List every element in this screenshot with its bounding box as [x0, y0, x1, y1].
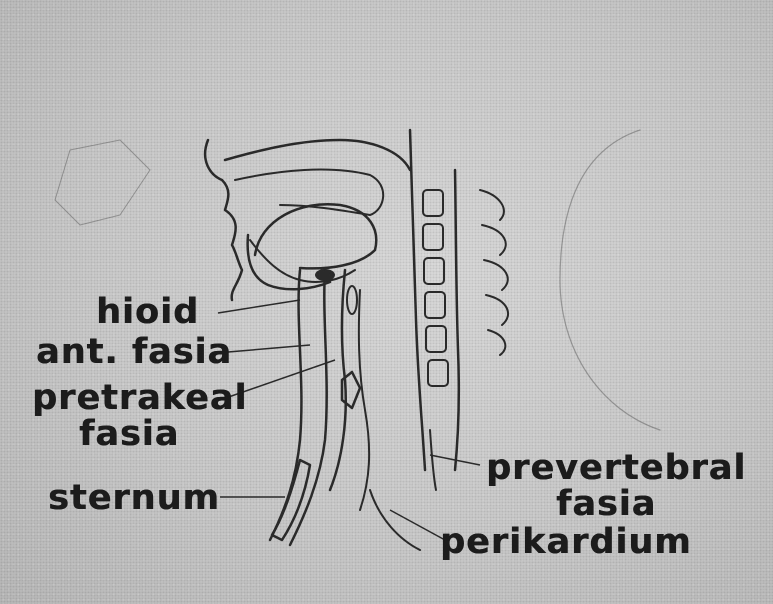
esophagus-wall — [359, 290, 369, 510]
skull-base — [225, 140, 410, 170]
trachea-posterior-wall — [290, 270, 327, 545]
perikardium-curve — [370, 490, 420, 550]
label-prevertebral: prevertebral — [486, 450, 746, 486]
vertebra-c5 — [426, 326, 446, 352]
hyoid-bone — [315, 269, 335, 281]
vertebra-c3 — [424, 258, 444, 284]
vertebra-c6 — [428, 360, 448, 386]
vertebra-c2 — [423, 224, 443, 250]
faint-right-sketch — [560, 130, 660, 430]
epiglottis — [347, 286, 357, 314]
vertebra-c1 — [423, 190, 443, 216]
ant-fasia-leader — [228, 345, 310, 352]
oral-cavity — [250, 240, 355, 282]
label-hioid: hioid — [96, 294, 199, 330]
prevertebral-fascia-line — [430, 430, 436, 490]
spine-posterior-border — [455, 170, 459, 470]
trachea-anterior-wall — [270, 270, 301, 540]
sternum-bone — [272, 460, 310, 540]
label-ant-fasia: ant. fasia — [36, 334, 232, 370]
faint-left-sketch — [55, 140, 150, 225]
hioid-leader — [218, 300, 300, 313]
label-perikardium: perikardium — [440, 524, 692, 560]
spine-anterior-border — [410, 130, 425, 470]
label-pretrakeal-fasia: fasia — [79, 416, 179, 452]
vertebra-c4 — [425, 292, 445, 318]
label-sternum: sternum — [48, 480, 220, 516]
label-prevertebral-fasia: fasia — [556, 486, 656, 522]
face-profile — [205, 140, 242, 300]
spinous-processes — [480, 190, 508, 355]
label-pretrakeal: pretrakeal — [32, 380, 247, 416]
nasal-cavity — [235, 170, 383, 215]
